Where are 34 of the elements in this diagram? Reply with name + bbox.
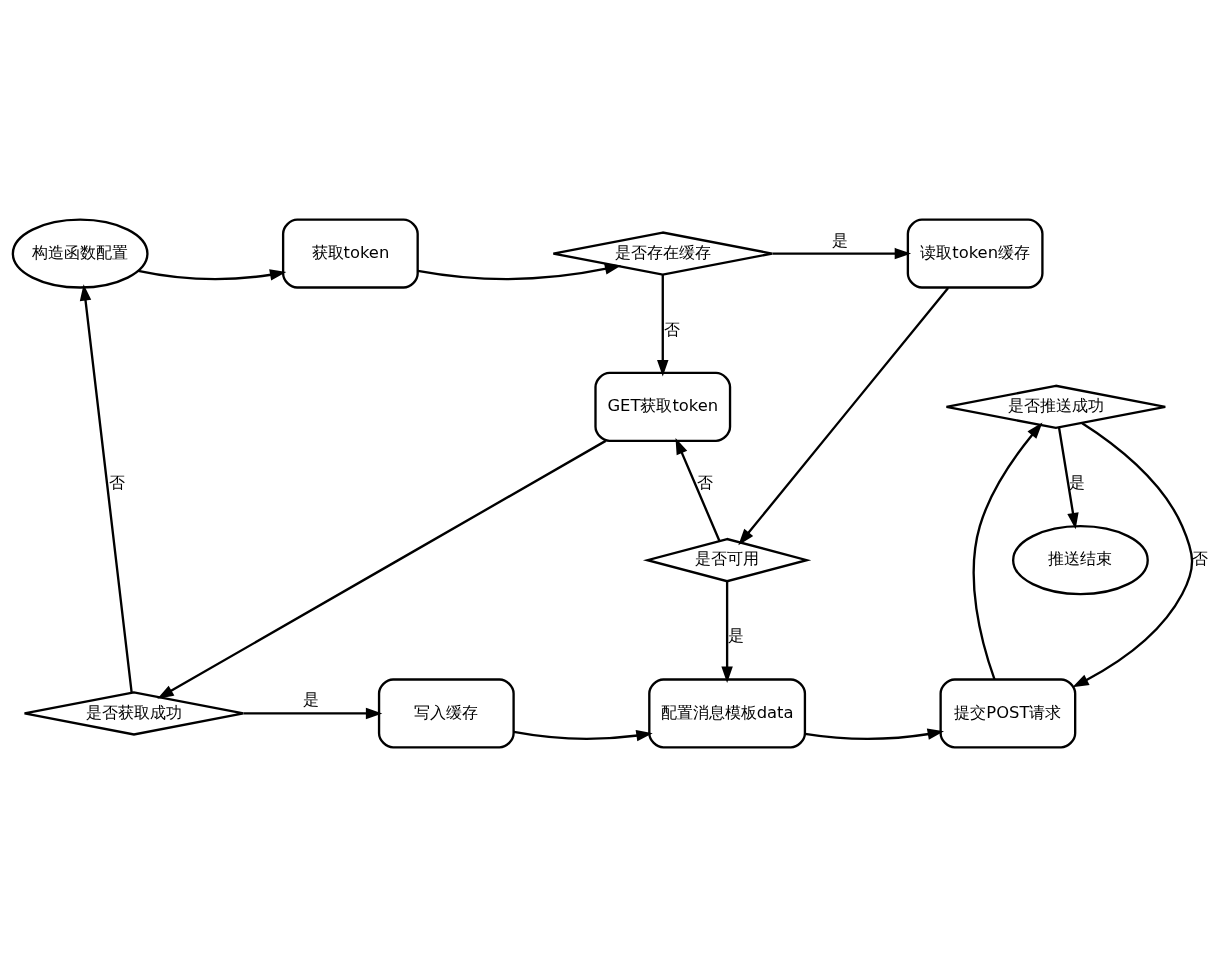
edge-label: 否 <box>663 319 680 339</box>
arrow <box>721 580 733 683</box>
edge-label: 否 <box>697 472 714 492</box>
node-box: 获取token <box>281 218 419 289</box>
node-diamond: 是否获取成功 <box>23 690 245 736</box>
arrow <box>1057 426 1079 529</box>
arrow <box>157 439 607 699</box>
node-box: GET获取token <box>594 371 732 442</box>
node-ellipse: 构造函数配置 <box>11 218 149 289</box>
node-diamond: 是否可用 <box>642 537 812 582</box>
arrow <box>972 422 1043 680</box>
node-ellipse: 推送结束 <box>1012 524 1149 595</box>
edge-label: 否 <box>109 472 125 492</box>
arrow <box>79 283 133 692</box>
edge-label: 是 <box>727 625 744 645</box>
arrow <box>772 247 912 259</box>
arrow <box>738 286 950 545</box>
arrow <box>243 707 383 719</box>
node-diamond: 是否推送成功 <box>945 384 1167 429</box>
arrow <box>657 274 669 376</box>
arrow <box>804 728 944 740</box>
node-box: 配置消息模板data <box>648 677 807 748</box>
node-box: 提交POST请求 <box>939 677 1077 748</box>
edge-label: 是 <box>1069 472 1086 492</box>
arrow <box>675 437 721 541</box>
arrow <box>138 268 287 281</box>
node-box: 写入缓存 <box>377 677 515 748</box>
node-box: 读取token缓存 <box>906 218 1044 289</box>
edge-label: 是 <box>303 689 320 709</box>
arrow <box>417 262 622 280</box>
arrow <box>513 729 653 741</box>
edge-label: 否 <box>1192 548 1209 568</box>
edge-label: 是 <box>832 230 849 250</box>
arrow <box>1072 421 1194 687</box>
